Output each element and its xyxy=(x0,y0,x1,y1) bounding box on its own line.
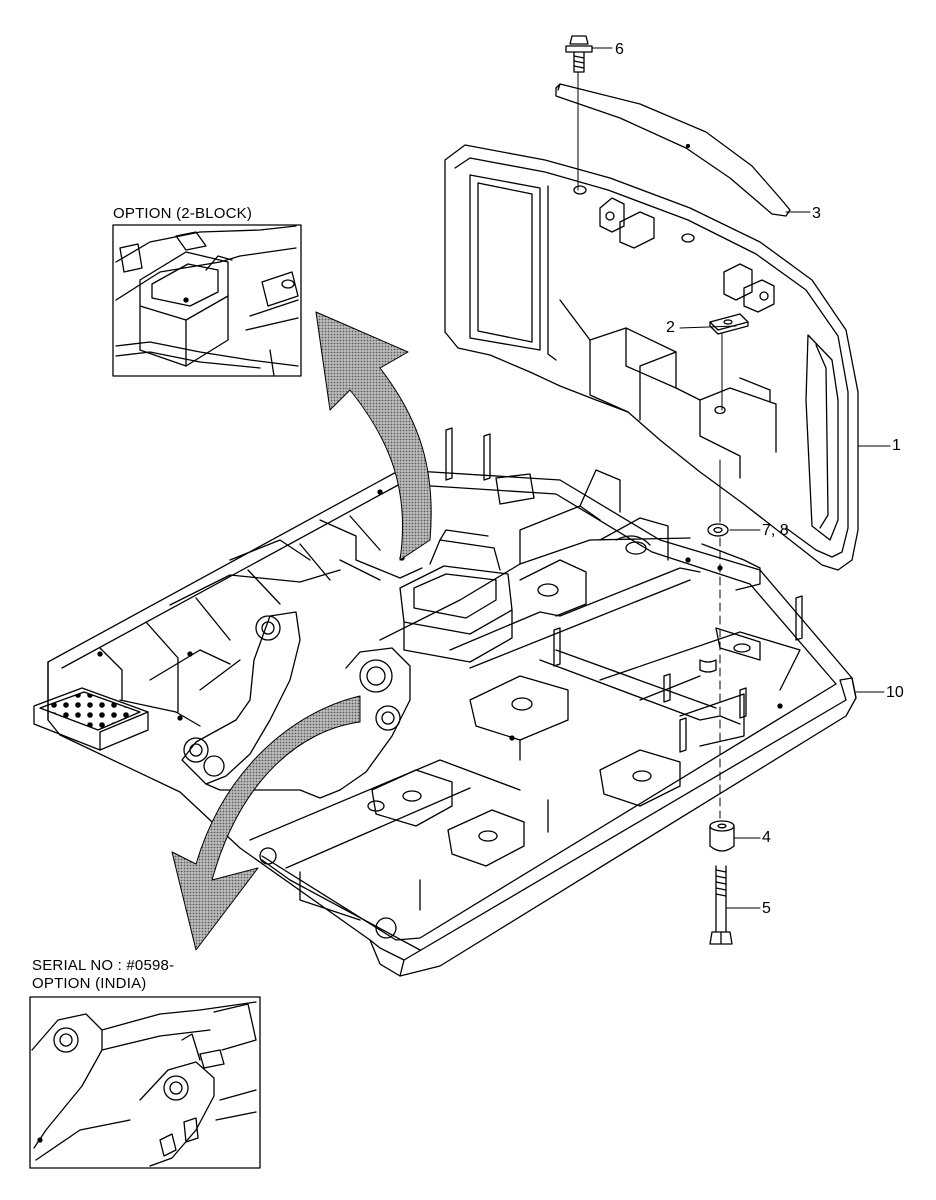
part-label-3: 3 xyxy=(812,205,821,222)
inset-option-2block xyxy=(113,225,301,376)
spacer-part-4 xyxy=(710,821,734,851)
assembly-center-lines xyxy=(578,72,722,818)
shim-plate-part-3 xyxy=(556,84,790,216)
upper-frame-part-10 xyxy=(34,428,856,976)
part-label-1: 1 xyxy=(892,437,901,454)
part-label-4: 4 xyxy=(762,829,771,846)
inset-option-india xyxy=(30,997,260,1168)
counterweight-part-1 xyxy=(445,145,858,570)
washer-part-7-8 xyxy=(708,524,728,536)
inset-title-option-2block: OPTION (2-BLOCK) xyxy=(113,205,253,222)
part-label-10: 10 xyxy=(886,684,904,701)
leader-lines xyxy=(592,48,890,908)
part-label-6: 6 xyxy=(615,41,624,58)
part-label-2: 2 xyxy=(666,319,675,336)
inset-title-option-india: OPTION (INDIA) xyxy=(32,975,147,992)
part-label-5: 5 xyxy=(762,900,771,917)
inset-title-serial-no: SERIAL NO : #0598- xyxy=(32,957,175,974)
bolt-part-6 xyxy=(566,36,592,72)
bolt-part-5 xyxy=(710,866,732,944)
callout-arrow-upper xyxy=(316,312,431,560)
plate-part-2 xyxy=(710,314,748,334)
part-label-7-8: 7, 8 xyxy=(762,522,789,539)
callout-arrow-lower xyxy=(172,696,360,950)
